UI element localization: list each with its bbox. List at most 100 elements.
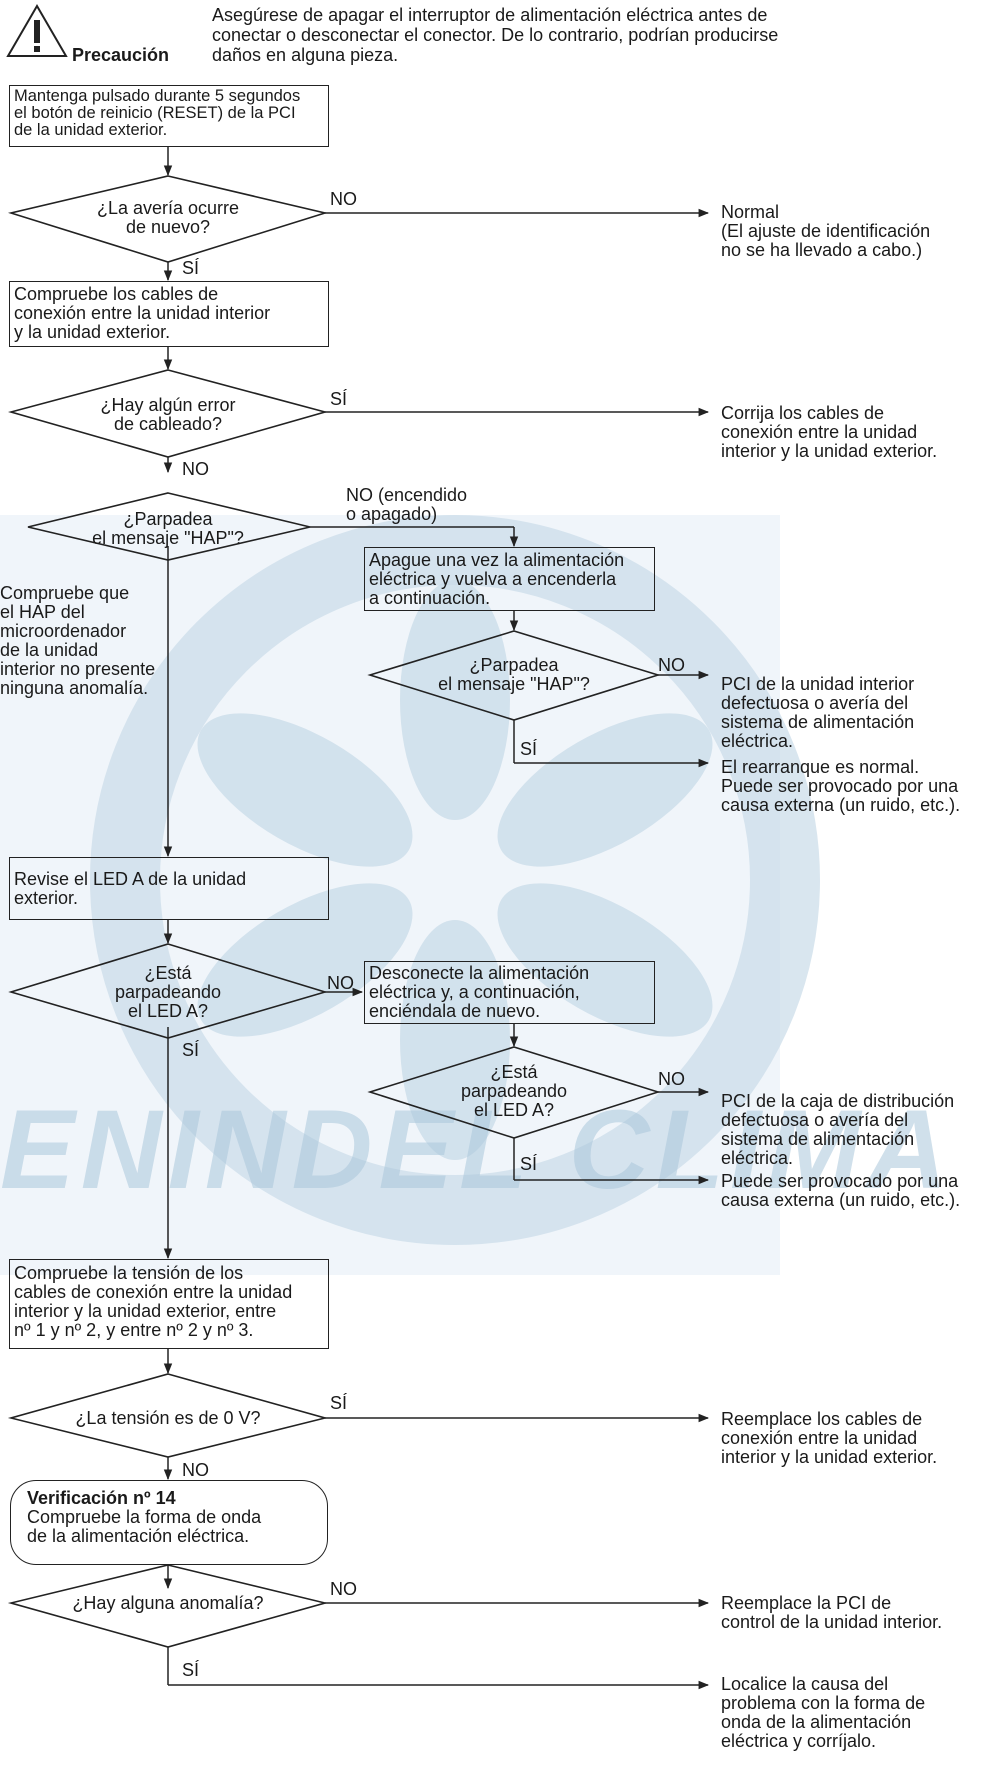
label-no-7: NO (182, 1460, 209, 1480)
step-check-cables-line-1: Compruebe los cables de (14, 284, 219, 304)
result-1-line-2: (El ajuste de identificación (721, 221, 931, 241)
decision-6-line-1: ¿Está (490, 1062, 538, 1082)
label-no-5: NO (327, 973, 354, 993)
label-no-8: NO (330, 1579, 357, 1599)
label-no-on-off-2: o apagado) (346, 504, 438, 524)
warning-icon (6, 4, 68, 57)
step-verification-line-1: Compruebe la forma de onda (27, 1507, 262, 1527)
label-yes-7: SÍ (330, 1393, 348, 1413)
step-disconnect: Desconecte la alimentación eléctrica y, … (364, 961, 655, 1024)
label-yes-6: SÍ (520, 1154, 538, 1174)
step-power-cycle-line-1: Apague una vez la alimentación (369, 550, 625, 570)
result-5-line-3: sistema de alimentación (721, 1129, 915, 1149)
decision-4-line-1: ¿Parpadea (469, 655, 559, 675)
step-check-led-line-2: exterior. (14, 888, 79, 908)
step-reset: Mantenga pulsado durante 5 segundos el b… (9, 85, 329, 147)
result-7-line-2: conexión entre la unidad (721, 1428, 918, 1448)
side-note-line-3: microordenador (0, 621, 127, 641)
decision-2-line-2: de cableado? (113, 414, 223, 434)
step-verification-line-2: de la alimentación eléctrica. (27, 1526, 250, 1546)
label-no-on-off-1: NO (encendido (346, 485, 468, 505)
label-no-4: NO (658, 655, 685, 675)
decision-6-shape (367, 1046, 661, 1139)
label-no-6: NO (658, 1069, 685, 1089)
decision-7-shape (7, 1373, 329, 1458)
result-3-line-3: sistema de alimentación (721, 712, 915, 732)
result-3-line-1: PCI de la unidad interior (721, 674, 915, 694)
result-9-line-3: onda de la alimentación (721, 1712, 912, 1732)
label-yes-1: SÍ (182, 258, 200, 278)
result-4-line-1: El rearranque es normal. (721, 757, 920, 777)
result-6-line-2: causa externa (un ruido, etc.). (721, 1190, 961, 1210)
label-no-1: NO (330, 189, 357, 209)
result-7-line-1: Reemplace los cables de (721, 1409, 923, 1429)
label-no-2: NO (182, 459, 209, 479)
label-yes-8: SÍ (182, 1660, 200, 1680)
decision-2-shape (8, 369, 328, 458)
step-check-voltage-line-2: cables de conexión entre la unidad (14, 1282, 293, 1302)
decision-4-line-2: el mensaje "HAP"? (438, 674, 590, 694)
step-check-led-line-1: Revise el LED A de la unidad (14, 869, 247, 889)
decision-2-line-1: ¿Hay algún error (100, 395, 236, 415)
decision-3-line-1: ¿Parpadea (123, 509, 213, 529)
side-note-line-6: ninguna anomalía. (0, 678, 149, 698)
caution-line-2: conectar o desconectar el conector. De l… (212, 25, 779, 45)
step-reset-line-2: el botón de reinicio (RESET) de la PCI (14, 104, 296, 122)
step-check-voltage-line-1: Compruebe la tensión de los (14, 1263, 244, 1283)
result-3-line-2: defectuosa o avería del (721, 693, 909, 713)
step-check-led: Revise el LED A de la unidad exterior. (9, 857, 329, 920)
decision-1-line-2: de nuevo? (125, 217, 211, 237)
result-9-line-1: Localice la causa del (721, 1674, 889, 1694)
result-8-line-1: Reemplace la PCI de (721, 1593, 892, 1613)
decision-3-shape (27, 492, 311, 561)
result-7-line-3: interior y la unidad exterior. (721, 1447, 938, 1467)
decision-4-shape (367, 630, 661, 721)
caution-line-3: daños en alguna pieza. (212, 45, 399, 65)
decision-5-shape (8, 943, 328, 1039)
decision-5-line-1: ¿Está (144, 963, 192, 983)
verification-title: Verificación nº 14 (27, 1488, 176, 1508)
result-4-line-2: Puede ser provocado por una (721, 776, 959, 796)
decision-1-line-1: ¿La avería ocurre (96, 198, 240, 218)
watermark-text: ENINDEL CLIMA (0, 1087, 954, 1212)
result-6-line-1: Puede ser provocado por una (721, 1171, 959, 1191)
result-1-line-1: Normal (721, 202, 780, 222)
decision-6-line-2: parpadeando (460, 1081, 568, 1101)
decision-5-line-2: parpadeando (114, 982, 222, 1002)
step-check-voltage-line-3: interior y la unidad exterior, entre (14, 1301, 277, 1321)
result-4-line-3: causa externa (un ruido, etc.). (721, 795, 961, 815)
decision-3-line-2: el mensaje "HAP"? (92, 528, 244, 548)
step-power-cycle: Apague una vez la alimentación eléctrica… (364, 547, 655, 611)
side-note-line-4: de la unidad (0, 640, 99, 660)
result-2-line-3: interior y la unidad exterior. (721, 441, 938, 461)
side-note-line-2: el HAP del (0, 602, 85, 622)
step-check-voltage: Compruebe la tensión de los cables de co… (9, 1259, 329, 1349)
result-5-line-1: PCI de la caja de distribución (721, 1091, 955, 1111)
step-check-cables-line-2: conexión entre la unidad interior (14, 303, 271, 323)
result-3-line-4: eléctrica. (721, 731, 794, 751)
step-power-cycle-line-3: a continuación. (369, 588, 491, 608)
result-9-line-2: problema con la forma de (721, 1693, 926, 1713)
step-power-cycle-line-2: eléctrica y vuelva a encenderla (369, 569, 617, 589)
caution-line-1: Asegúrese de apagar el interruptor de al… (212, 5, 768, 25)
decision-6-line-3: el LED A? (473, 1100, 555, 1120)
decision-8-line-1: ¿Hay alguna anomalía? (72, 1593, 264, 1613)
decision-1-shape (7, 175, 329, 263)
caution-label: Precaución (72, 45, 170, 65)
label-yes-2: SÍ (330, 389, 348, 409)
result-5-line-4: eléctrica. (721, 1148, 794, 1168)
decision-7-line-1: ¿La tensión es de 0 V? (75, 1408, 261, 1428)
result-2-line-2: conexión entre la unidad (721, 422, 918, 442)
result-5-line-2: defectuosa o avería del (721, 1110, 909, 1130)
step-check-voltage-line-4: nº 1 y nº 2, y entre nº 2 y nº 3. (14, 1320, 254, 1340)
result-2-line-1: Corrija los cables de (721, 403, 885, 423)
result-1-line-3: no se ha llevado a cabo.) (721, 240, 923, 260)
result-8-line-2: control de la unidad interior. (721, 1612, 943, 1632)
label-yes-4: SÍ (520, 739, 538, 759)
step-check-cables: Compruebe los cables de conexión entre l… (9, 281, 329, 347)
step-disconnect-line-2: eléctrica y, a continuación, (369, 982, 580, 1002)
step-disconnect-line-3: enciéndala de nuevo. (369, 1001, 541, 1021)
side-note-line-5: interior no presente (0, 659, 156, 679)
